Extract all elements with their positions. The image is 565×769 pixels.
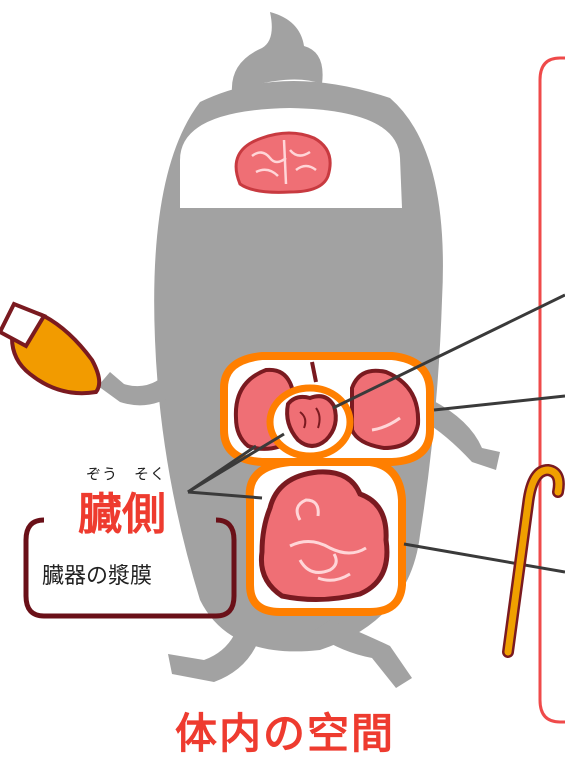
leader-lines-right bbox=[332, 293, 565, 574]
diagram-caption: 体内の空間 bbox=[175, 709, 396, 758]
digestive-organs-icon bbox=[258, 469, 390, 603]
furigana-zou: ぞう bbox=[86, 465, 119, 483]
lung-highlight bbox=[371, 416, 401, 432]
leader-lines-label bbox=[187, 432, 285, 500]
visceral-term: 臓側 bbox=[78, 489, 166, 540]
right-panel-outline bbox=[538, 56, 565, 724]
brain-icon bbox=[234, 131, 332, 194]
label-bubble bbox=[23, 517, 237, 619]
heart-icon bbox=[285, 394, 338, 448]
hat-icon bbox=[0, 301, 102, 396]
cane-icon bbox=[502, 463, 565, 658]
furigana-soku: そく bbox=[134, 465, 167, 483]
visceral-subterm: 臓器の漿膜 bbox=[42, 564, 153, 589]
